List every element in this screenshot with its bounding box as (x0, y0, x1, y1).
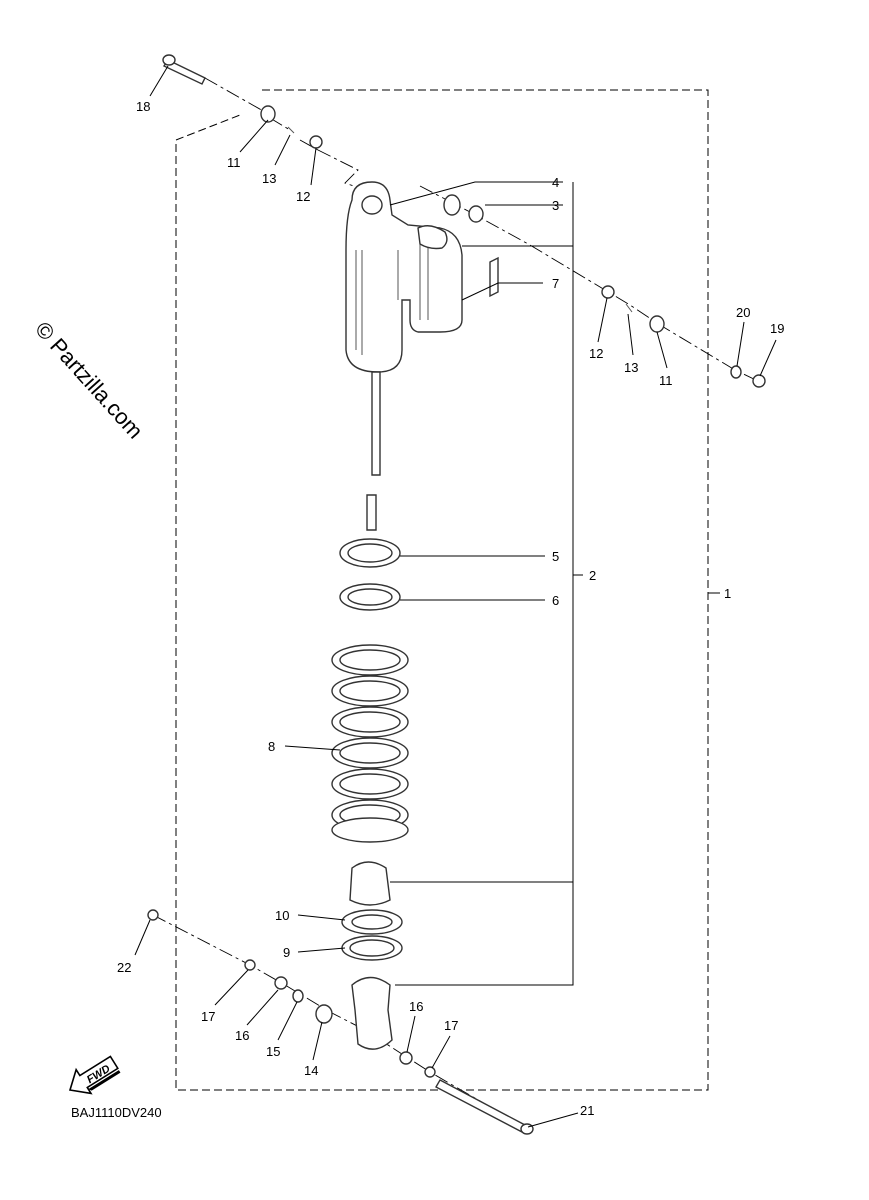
bushing-12-upper (309, 135, 323, 149)
spring-coil-inner (339, 649, 401, 671)
collar-11-upper (260, 105, 276, 123)
bolt-21 (435, 1079, 534, 1135)
callout-labels: 1 2 3 4 5 6 7 8 9 10 11 11 12 12 13 13 1… (117, 99, 784, 1118)
callout-15: 15 (266, 1044, 280, 1059)
callout-14: 14 (304, 1063, 318, 1078)
spring-coil-inner (339, 773, 401, 795)
nut-22 (147, 909, 159, 921)
spring-coil-inner (339, 680, 401, 702)
shock-absorber-body (345, 181, 463, 531)
callout-11-upper: 11 (227, 155, 241, 170)
cap-16-left (274, 976, 288, 990)
callout-9: 9 (283, 945, 290, 960)
washer-17-left (244, 959, 256, 971)
callout-2: 2 (589, 568, 596, 583)
fwd-arrow-icon: FWD (68, 1055, 121, 1095)
spring-8 (331, 644, 409, 843)
callout-8: 8 (268, 739, 275, 754)
leader-lines (134, 65, 777, 1128)
bearing-3 (468, 205, 484, 223)
adjuster-ring-5 (339, 538, 401, 568)
collar-11-right (649, 315, 665, 333)
callout-4: 4 (552, 175, 559, 190)
callout-3: 3 (552, 198, 559, 213)
watermark: © Partzilla.com (30, 317, 148, 444)
callout-1: 1 (724, 586, 731, 601)
upper-mount-axis (204, 77, 366, 191)
callout-17-left: 17 (201, 1009, 215, 1024)
washer-20 (730, 365, 742, 379)
callout-20: 20 (736, 305, 750, 320)
callout-12-right: 12 (589, 346, 603, 361)
seal-15 (292, 989, 304, 1003)
spring-coil-inner (339, 711, 401, 733)
oring-4 (443, 194, 461, 216)
bushing-12-right (601, 285, 615, 299)
callout-7: 7 (552, 276, 559, 291)
spring-seat-9 (341, 935, 403, 961)
cap-16-right (399, 1051, 413, 1065)
callout-10: 10 (275, 908, 289, 923)
seal-13-right (625, 303, 633, 313)
callout-16-left: 16 (235, 1028, 249, 1043)
bearing-14 (315, 1004, 333, 1024)
callout-13-right: 13 (624, 360, 638, 375)
bolt-18 (162, 54, 206, 85)
seal-13-upper (287, 126, 295, 134)
callout-13-upper: 13 (262, 171, 276, 186)
callout-5: 5 (552, 549, 559, 564)
callout-12-upper: 12 (296, 189, 310, 204)
bump-stop (349, 861, 391, 906)
diagram-code: BAJ1110DV240 (71, 1105, 162, 1120)
lower-clevis (351, 976, 393, 1050)
spring-coil-inner (339, 742, 401, 764)
callout-19: 19 (770, 321, 784, 336)
spring-guide-10 (341, 909, 403, 935)
lock-ring-6 (339, 583, 401, 611)
callout-16-right: 16 (409, 999, 423, 1014)
washer-17-right (424, 1066, 436, 1078)
callout-6: 6 (552, 593, 559, 608)
spring-coil-end (331, 817, 409, 843)
callout-21: 21 (580, 1103, 594, 1118)
upper-mount-axis-right (419, 185, 761, 383)
nut-19 (752, 374, 766, 388)
callout-17-right: 17 (444, 1018, 458, 1033)
callout-11-right: 11 (659, 373, 673, 388)
label-7 (489, 256, 499, 298)
callout-22: 22 (117, 960, 131, 975)
callout-18: 18 (136, 99, 150, 114)
